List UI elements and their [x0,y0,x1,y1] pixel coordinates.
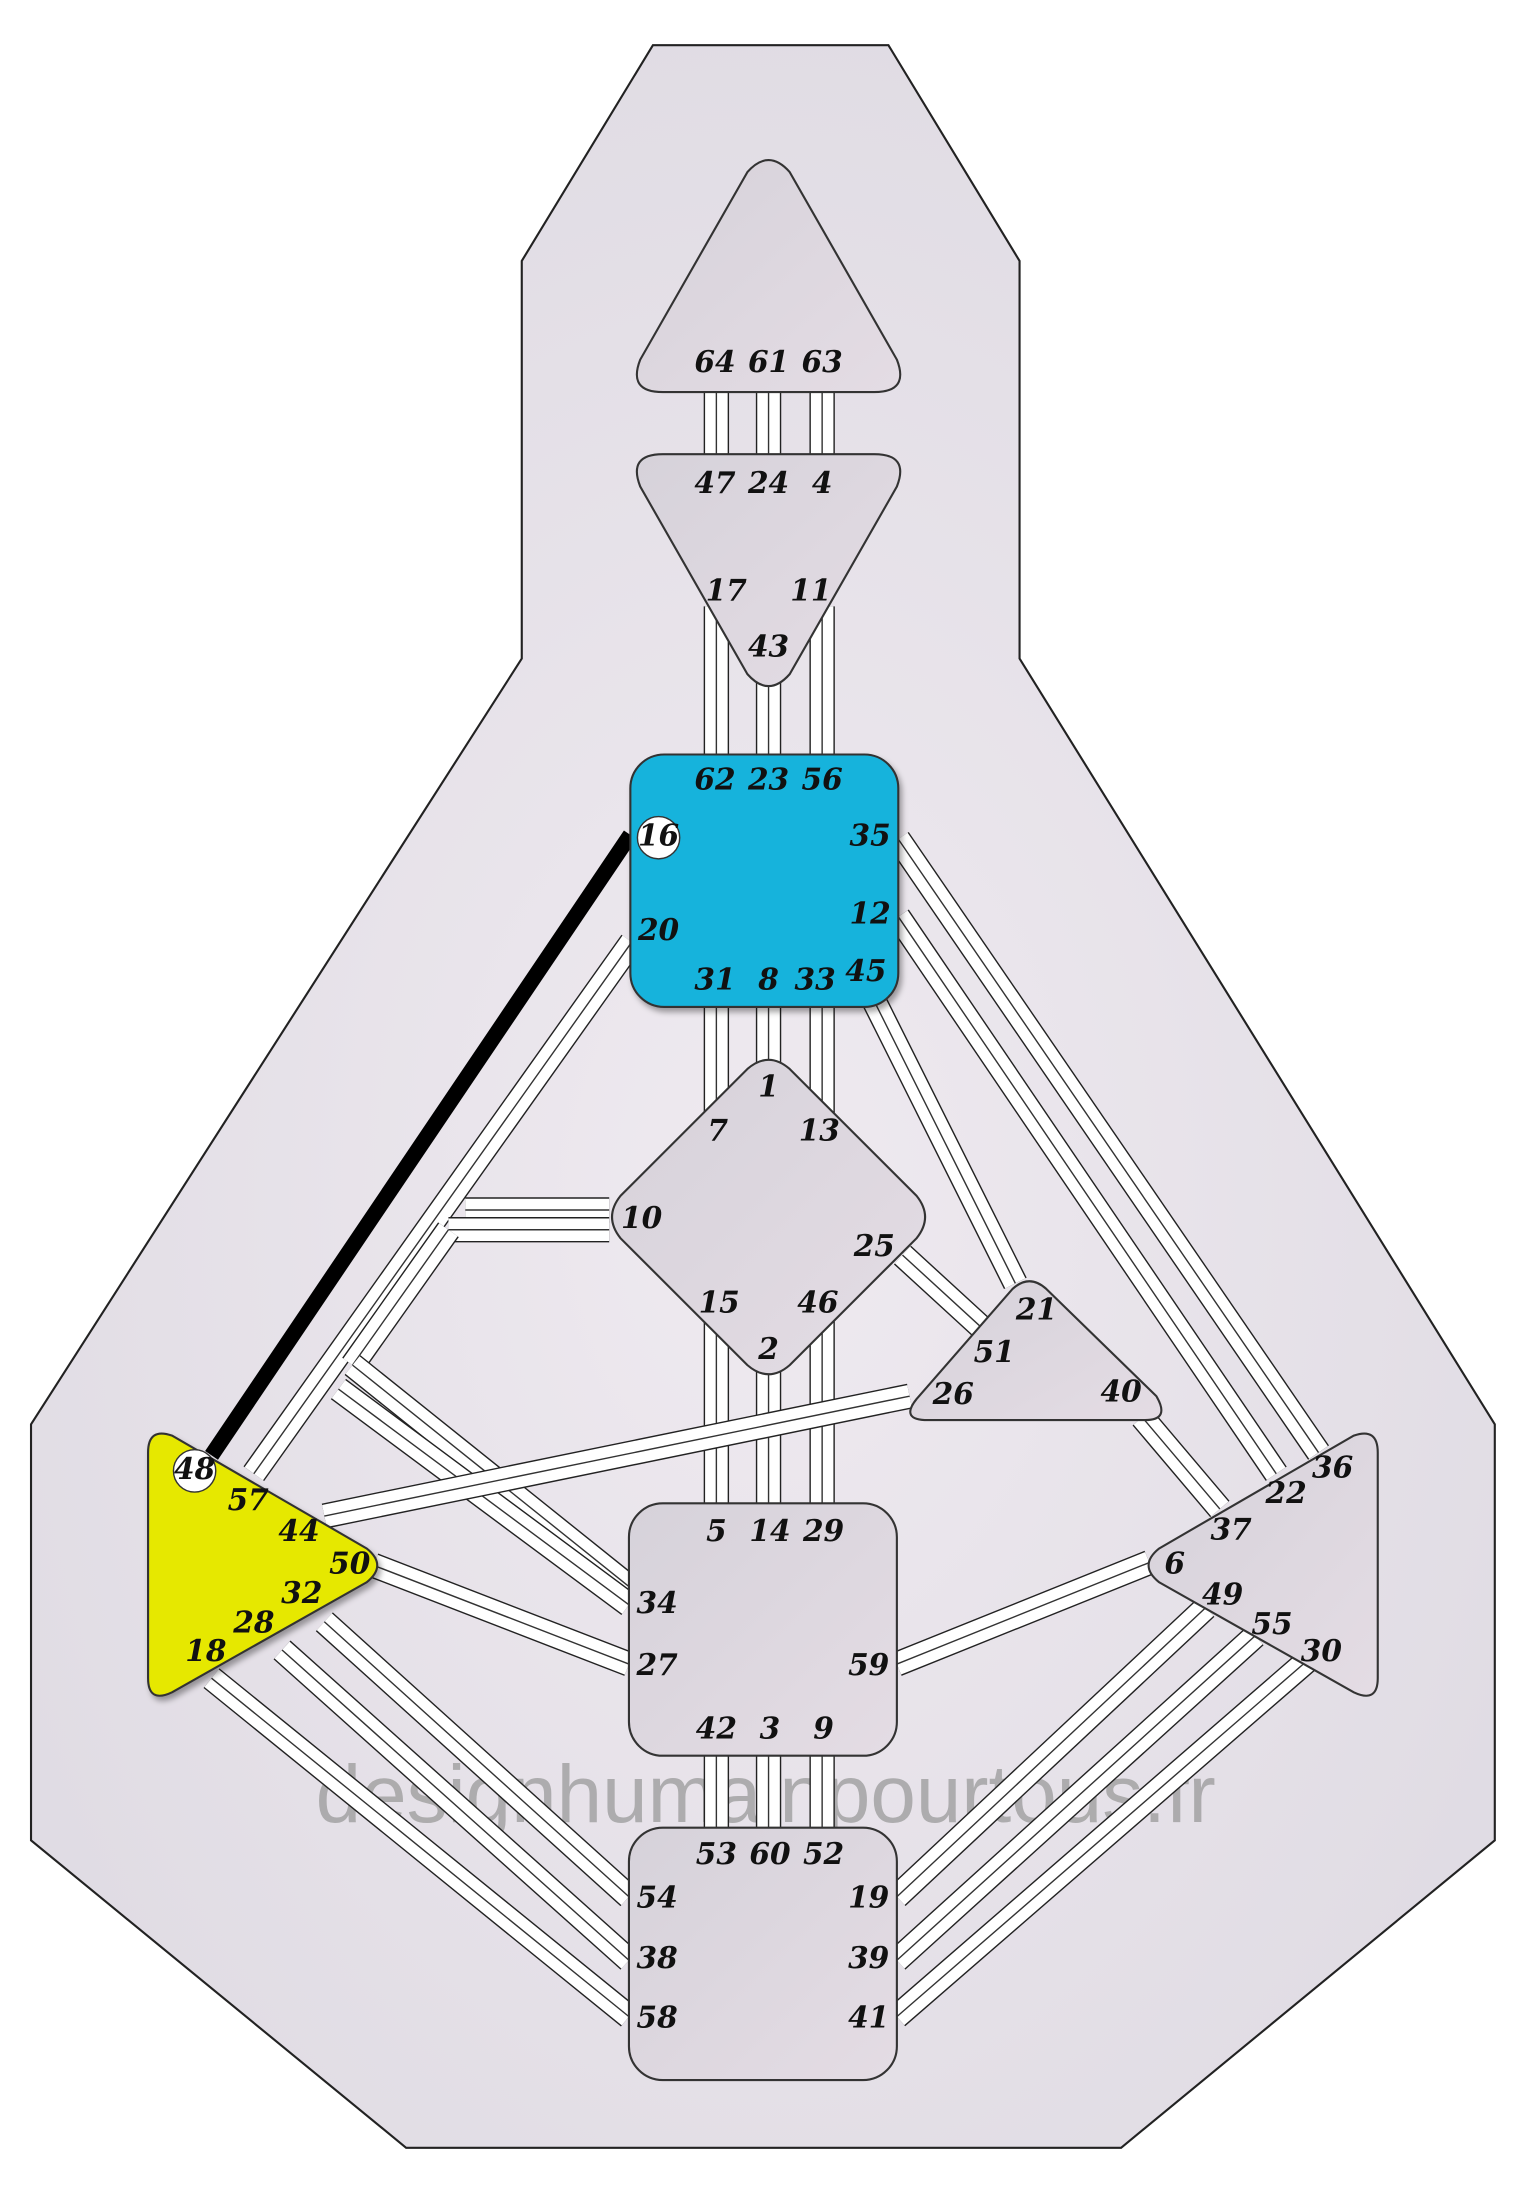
gate[interactable]: 63 [802,344,843,379]
gate-labels: 64 61 63 47 24 4 17 11 43 62 23 56 16 35… [174,344,1353,2035]
gate[interactable]: 11 [790,572,831,607]
gate[interactable]: 22 [1264,1475,1306,1510]
gate[interactable]: 10 [621,1200,663,1235]
spleen-center[interactable] [147,1432,379,1697]
channel[interactable] [324,1395,910,1517]
gate[interactable]: 1 [758,1069,779,1104]
gate[interactable]: 14 [749,1513,790,1548]
head-center[interactable] [635,159,902,394]
gate[interactable]: 3 [760,1710,781,1745]
gate[interactable]: 35 [849,818,890,853]
gate[interactable]: 17 [706,572,748,607]
root-center[interactable] [627,1826,898,2082]
gate[interactable]: 26 [932,1376,974,1411]
gate[interactable]: 46 [797,1284,838,1319]
gate[interactable]: 21 [1015,1292,1057,1327]
gate[interactable]: 60 [749,1836,791,1871]
gate[interactable]: 20 [637,912,680,947]
channel[interactable] [873,1000,1016,1284]
ajna-center[interactable] [635,453,902,688]
gate[interactable]: 40 [1100,1373,1142,1408]
gate[interactable]: 39 [848,1940,889,1975]
gate[interactable]: 25 [853,1228,895,1263]
gate[interactable]: 18 [185,1633,226,1668]
gate[interactable]: 12 [849,895,890,930]
gate[interactable]: 7 [707,1112,728,1147]
ego-center[interactable] [909,1280,1163,1422]
gate[interactable]: 33 [794,962,835,997]
gate[interactable]: 2 [757,1331,779,1366]
gate[interactable]: 44 [278,1513,319,1548]
gate[interactable]: 42 [696,1710,737,1745]
gate[interactable]: 29 [802,1513,844,1548]
gate[interactable]: 64 [694,344,735,379]
gate[interactable]: 57 [228,1482,270,1517]
gate[interactable]: 51 [974,1334,1015,1369]
gate[interactable]: 13 [799,1112,840,1147]
gate[interactable]: 36 [1312,1449,1353,1484]
gate[interactable]: 31 [694,962,735,997]
channel[interactable] [897,916,1277,1475]
gate[interactable]: 23 [747,761,789,796]
gate[interactable]: 47 [694,465,736,500]
gate-16-active-marker [636,815,681,860]
channel[interactable] [896,1561,1150,1665]
channel[interactable] [896,1635,1256,1961]
channel[interactable] [896,1656,1312,2018]
channel[interactable] [351,1229,450,1366]
gate[interactable]: 8 [757,962,779,997]
channel[interactable] [338,1388,630,1606]
gate[interactable]: 62 [694,761,735,796]
channel[interactable] [253,941,633,1475]
gate[interactable]: 54 [637,1880,678,1915]
channel[interactable] [211,1677,630,2018]
channel-16-48[interactable] [205,830,637,1460]
sacral-center[interactable] [627,1502,898,1757]
channel[interactable] [373,1564,630,1665]
gate[interactable]: 56 [802,761,843,796]
gate[interactable]: 53 [696,1836,737,1871]
gate[interactable]: 59 [848,1647,889,1682]
gate[interactable]: 28 [232,1605,274,1640]
gate[interactable]: 4 [812,465,833,500]
channel[interactable] [902,1254,988,1334]
channel[interactable] [281,1649,630,1961]
gate[interactable]: 45 [845,953,886,988]
gate[interactable]: 55 [1251,1606,1292,1641]
gate-48-active-marker [172,1449,217,1493]
g-center[interactable] [610,1058,927,1376]
gate[interactable]: 49 [1202,1576,1243,1611]
channels [203,392,1329,2027]
gate[interactable]: 27 [636,1647,679,1682]
gate[interactable]: 43 [748,629,789,664]
gate[interactable]: 16 [638,818,679,853]
gate[interactable]: 32 [281,1575,322,1610]
gate[interactable]: 52 [803,1836,844,1871]
channel[interactable] [897,838,1320,1453]
gate[interactable]: 30 [1301,1633,1343,1668]
gate[interactable]: 58 [637,1999,678,2034]
gate[interactable]: 24 [747,465,789,500]
throat-center[interactable] [629,753,900,1008]
gate[interactable]: 5 [706,1513,727,1548]
gate[interactable]: 15 [699,1284,740,1319]
gate[interactable]: 38 [637,1940,678,1975]
gate[interactable]: 41 [848,1999,889,2034]
gate[interactable]: 50 [329,1545,371,1580]
gate[interactable]: 37 [1210,1512,1252,1547]
gate[interactable]: 6 [1164,1545,1185,1580]
channel[interactable] [896,1607,1207,1898]
gate[interactable]: 19 [848,1880,889,1915]
gate[interactable]: 48 [174,1451,215,1486]
gate[interactable]: 34 [637,1585,678,1620]
channel[interactable] [323,1621,630,1898]
channel[interactable] [1141,1416,1221,1510]
gate[interactable]: 9 [813,1710,834,1745]
solar-plexus-center[interactable] [1147,1432,1379,1697]
gate[interactable]: 61 [748,344,789,379]
